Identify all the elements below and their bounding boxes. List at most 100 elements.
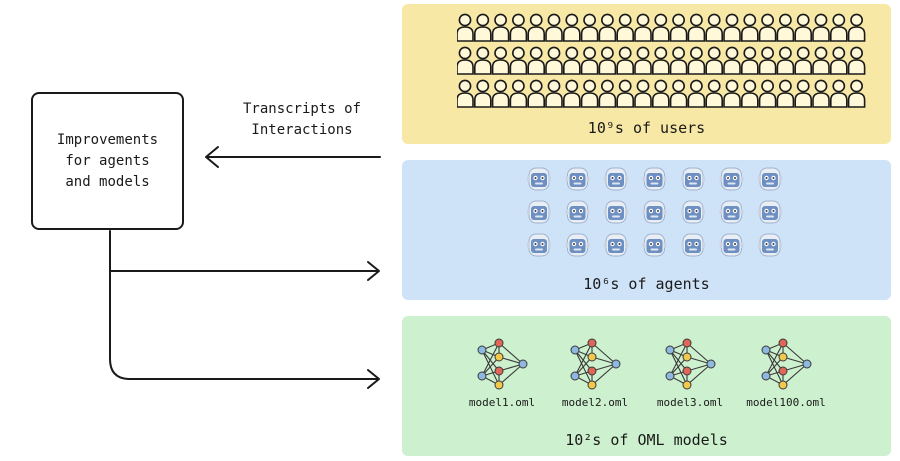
person-outline-icon: [687, 46, 706, 75]
model-item: model100.oml: [731, 338, 841, 409]
person-outline-icon: [723, 13, 741, 42]
person-outline-icon: [474, 46, 492, 75]
robot-icon: [758, 167, 782, 191]
person-outline-icon: [741, 79, 759, 108]
person-outline-icon: [652, 46, 670, 75]
person-outline-icon: [723, 79, 741, 108]
person-outline-icon: [705, 13, 723, 42]
robot-icon: [527, 200, 551, 224]
person-outline-icon: [509, 79, 528, 108]
robot-icon: [642, 200, 667, 224]
person-outline-icon: [812, 46, 830, 75]
arrow-box-to-models: [109, 270, 380, 389]
person-outline-icon: [598, 46, 617, 75]
robot-icon: [527, 233, 551, 257]
robot-icon: [604, 233, 628, 257]
agent-grid: [527, 167, 782, 257]
agents-panel: 10⁶s of agents: [402, 160, 891, 300]
person-outline-icon: [616, 46, 634, 75]
model-item: model1.oml: [447, 338, 557, 409]
models-panel: model1.oml model2.oml model3.oml model100.o…: [402, 316, 891, 456]
users-caption: 10⁹s of users: [587, 119, 706, 137]
person-outline-icon: [491, 13, 510, 42]
neural-network-icon: [665, 338, 716, 390]
model-label: model3.oml: [656, 396, 724, 409]
person-outline-icon: [741, 46, 759, 75]
person-outline-icon: [794, 79, 812, 108]
transcripts-label: Transcripts of Interactions: [242, 101, 361, 138]
person-outline-icon: [491, 79, 510, 108]
model-label: model2.oml: [561, 396, 629, 409]
robot-icon: [719, 167, 744, 191]
users-panel: 10⁹s of users: [402, 4, 891, 144]
person-outline-icon: [705, 79, 723, 108]
person-outline-icon: [794, 46, 812, 75]
robot-icon: [604, 200, 628, 224]
person-outline-icon: [758, 79, 777, 108]
person-outline-icon: [776, 79, 795, 108]
person-outline-icon: [669, 13, 688, 42]
person-outline-icon: [705, 46, 723, 75]
robot-icon: [527, 167, 551, 191]
robot-icon: [642, 233, 667, 257]
neural-network-icon: [570, 338, 621, 390]
model-item: model2.oml: [540, 338, 650, 409]
person-outline-icon: [847, 79, 866, 108]
person-outline-icon: [634, 79, 652, 108]
person-outline-icon: [598, 79, 617, 108]
person-outline-icon: [563, 13, 581, 42]
person-outline-icon: [474, 79, 492, 108]
person-outline-icon: [830, 13, 848, 42]
person-outline-icon: [669, 46, 688, 75]
person-outline-icon: [812, 13, 830, 42]
robot-icon: [719, 200, 744, 224]
neural-network-icon: [761, 338, 812, 390]
robot-icon: [758, 233, 782, 257]
person-outline-icon: [830, 46, 848, 75]
person-outline-icon: [758, 13, 777, 42]
person-outline-icon: [527, 79, 545, 108]
user-row: [457, 79, 866, 108]
person-outline-icon: [652, 13, 670, 42]
person-outline-icon: [634, 46, 652, 75]
person-outline-icon: [687, 13, 706, 42]
model-label: model100.oml: [746, 396, 826, 409]
robot-icon: [565, 233, 590, 257]
person-outline-icon: [776, 46, 795, 75]
person-outline-icon: [812, 79, 830, 108]
robot-icon: [719, 233, 744, 257]
person-outline-icon: [723, 46, 741, 75]
person-outline-icon: [491, 46, 510, 75]
person-outline-icon: [580, 46, 599, 75]
robot-icon: [565, 200, 590, 224]
user-row: [457, 13, 866, 42]
improvements-label: Improvements for agents and models: [56, 131, 159, 190]
person-outline-icon: [652, 79, 670, 108]
person-outline-icon: [545, 13, 563, 42]
user-crowd-icon: [457, 13, 866, 108]
person-outline-icon: [847, 46, 866, 75]
person-outline-icon: [830, 79, 848, 108]
agents-caption: 10⁶s of agents: [583, 275, 710, 293]
robot-icon: [758, 200, 782, 224]
person-outline-icon: [545, 46, 563, 75]
person-outline-icon: [509, 46, 528, 75]
person-outline-icon: [527, 46, 545, 75]
model-item: model3.oml: [635, 338, 745, 409]
person-outline-icon: [527, 13, 545, 42]
arrow-transcripts-to-box: [205, 146, 381, 168]
person-outline-icon: [741, 13, 759, 42]
robot-icon: [565, 167, 590, 191]
person-outline-icon: [758, 46, 777, 75]
robot-icon: [642, 167, 667, 191]
person-outline-icon: [687, 79, 706, 108]
person-outline-icon: [457, 79, 474, 108]
person-outline-icon: [634, 13, 652, 42]
person-outline-icon: [580, 13, 599, 42]
model-label: model1.oml: [468, 396, 536, 409]
person-outline-icon: [563, 79, 581, 108]
neural-network-icon: [477, 338, 528, 390]
person-outline-icon: [563, 46, 581, 75]
models-caption: 10²s of OML models: [565, 431, 728, 449]
person-outline-icon: [616, 13, 634, 42]
